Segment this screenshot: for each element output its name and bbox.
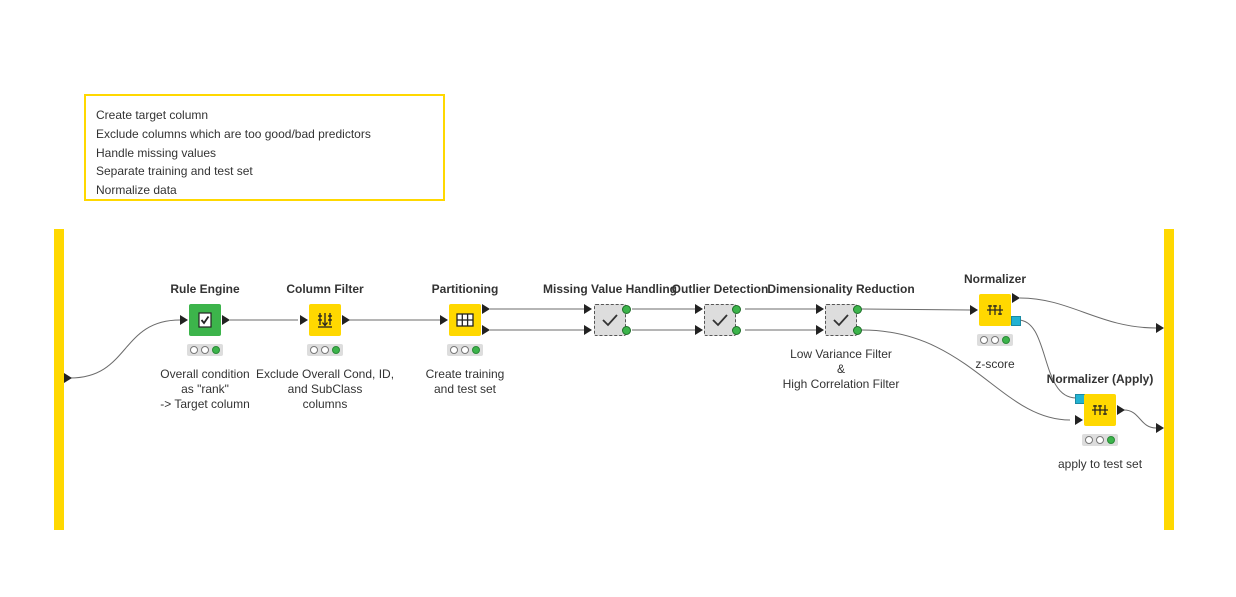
node-title-column-filter[interactable]: Column Filter bbox=[286, 282, 364, 296]
input-port[interactable] bbox=[816, 304, 824, 314]
node-description-partitioning: Create training and test set bbox=[425, 367, 505, 396]
connection-wire bbox=[1123, 409, 1157, 429]
annotation-line: Handle missing values bbox=[96, 145, 217, 160]
missing-value-metanode[interactable] bbox=[594, 304, 626, 336]
output-port-training[interactable] bbox=[482, 304, 490, 314]
node-status-traffic-light bbox=[447, 344, 483, 356]
model-output-port[interactable] bbox=[1011, 316, 1021, 326]
annotation-line: Create target column bbox=[96, 108, 209, 122]
node-description-column-filter: Exclude Overall Cond, ID, and SubClass c… bbox=[255, 367, 395, 411]
input-port[interactable] bbox=[300, 315, 308, 325]
node-status-traffic-light bbox=[977, 334, 1013, 346]
connection-wire bbox=[1017, 319, 1077, 399]
normalizer-icon bbox=[987, 305, 1003, 315]
node-title-rule-engine[interactable]: Rule Engine bbox=[170, 282, 240, 296]
rule-engine-node[interactable] bbox=[189, 304, 221, 336]
input-port[interactable] bbox=[584, 325, 592, 335]
normalizer-apply-node[interactable] bbox=[1084, 394, 1116, 426]
bar-input-port bbox=[1156, 423, 1164, 433]
output-port[interactable] bbox=[222, 315, 230, 325]
output-port[interactable] bbox=[622, 305, 631, 314]
status-lamp-green bbox=[1001, 336, 1010, 344]
input-port[interactable] bbox=[695, 325, 703, 335]
node-description-normalizer: z-score bbox=[975, 357, 1015, 371]
node-status-traffic-light bbox=[307, 344, 343, 356]
node-title-dimensionality-reduction[interactable]: Dimensionality Reduction bbox=[767, 282, 915, 296]
status-lamp-red bbox=[980, 336, 989, 344]
normalizer-icon bbox=[1092, 405, 1108, 415]
rule-check-icon bbox=[198, 312, 212, 328]
status-lamp-red bbox=[1085, 436, 1094, 444]
status-lamp-yellow bbox=[460, 346, 469, 354]
node-status-traffic-light bbox=[187, 344, 223, 356]
partitioning-node[interactable] bbox=[449, 304, 481, 336]
input-port[interactable] bbox=[695, 304, 703, 314]
output-port[interactable] bbox=[342, 315, 350, 325]
component-input-bar[interactable] bbox=[54, 229, 64, 530]
checkmark-icon bbox=[833, 314, 849, 327]
output-port[interactable] bbox=[732, 326, 741, 335]
node-title-normalizer[interactable]: Normalizer bbox=[963, 272, 1027, 286]
node-title-partitioning[interactable]: Partitioning bbox=[431, 282, 499, 296]
output-port[interactable] bbox=[732, 305, 741, 314]
bar-input-port bbox=[1156, 323, 1164, 333]
output-port[interactable] bbox=[622, 326, 631, 335]
input-port[interactable] bbox=[440, 315, 448, 325]
input-port[interactable] bbox=[970, 305, 978, 315]
node-title-outlier-detection[interactable]: Outlier Detection bbox=[671, 282, 769, 296]
connection-wire bbox=[861, 329, 1071, 421]
status-lamp-green bbox=[1106, 436, 1115, 444]
connection-wire bbox=[1019, 297, 1157, 329]
dimensionality-reduction-metanode[interactable] bbox=[825, 304, 857, 336]
output-port[interactable] bbox=[1012, 293, 1020, 303]
input-port[interactable] bbox=[1075, 415, 1083, 425]
connection-wire bbox=[69, 319, 181, 379]
input-port[interactable] bbox=[816, 325, 824, 335]
node-title-normalizer-apply[interactable]: Normalizer (Apply) bbox=[1046, 372, 1154, 386]
annotation-line: Normalize data bbox=[96, 183, 177, 198]
status-lamp-yellow bbox=[200, 346, 209, 354]
normalizer-node[interactable] bbox=[979, 294, 1011, 326]
output-port[interactable] bbox=[1117, 405, 1125, 415]
node-description-dimensionality-reduction: Low Variance Filter & High Correlation F… bbox=[782, 347, 900, 391]
component-output-bar[interactable] bbox=[1164, 229, 1174, 530]
checkmark-icon bbox=[712, 314, 728, 327]
output-port-test[interactable] bbox=[482, 325, 490, 335]
status-lamp-red bbox=[450, 346, 459, 354]
annotation-line: Separate training and test set bbox=[96, 164, 253, 179]
outlier-detection-metanode[interactable] bbox=[704, 304, 736, 336]
status-lamp-green bbox=[211, 346, 220, 354]
status-lamp-yellow bbox=[990, 336, 999, 344]
output-port[interactable] bbox=[853, 326, 862, 335]
input-port[interactable] bbox=[180, 315, 188, 325]
node-title-missing-value-handling[interactable]: Missing Value Handling bbox=[542, 282, 678, 296]
status-lamp-yellow bbox=[320, 346, 329, 354]
input-port[interactable] bbox=[584, 304, 592, 314]
workflow-annotation[interactable]: Create target column Exclude columns whi… bbox=[84, 94, 445, 201]
status-lamp-green bbox=[331, 346, 340, 354]
connection-wire bbox=[861, 308, 971, 311]
status-lamp-green bbox=[471, 346, 480, 354]
node-description-normalizer-apply: apply to test set bbox=[1057, 457, 1143, 471]
partition-icon bbox=[456, 313, 474, 327]
annotation-line: Exclude columns which are too good/bad p… bbox=[96, 126, 371, 141]
node-status-traffic-light bbox=[1082, 434, 1118, 446]
status-lamp-red bbox=[310, 346, 319, 354]
status-lamp-yellow bbox=[1095, 436, 1104, 444]
node-description-rule-engine: Overall condition as "rank" -> Target co… bbox=[160, 367, 250, 411]
column-filter-node[interactable] bbox=[309, 304, 341, 336]
column-filter-icon bbox=[318, 313, 332, 328]
bar-output-port bbox=[64, 373, 72, 383]
checkmark-icon bbox=[602, 314, 618, 327]
output-port[interactable] bbox=[853, 305, 862, 314]
status-lamp-red bbox=[190, 346, 199, 354]
